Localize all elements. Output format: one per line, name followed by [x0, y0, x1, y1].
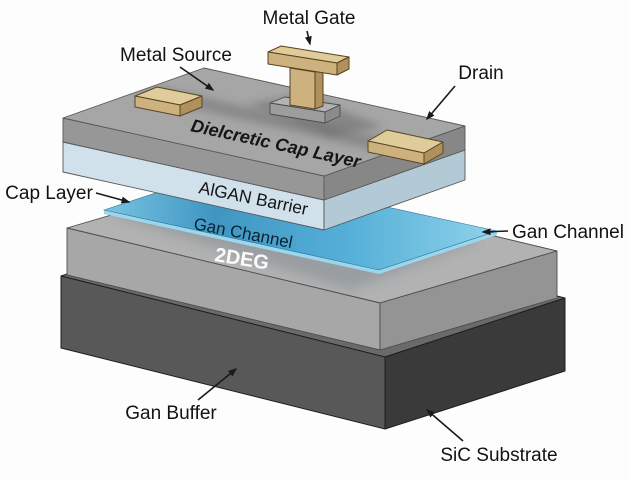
sic-substrate-arrow: [425, 409, 464, 442]
gan-channel-label: Gan Channel: [512, 222, 624, 243]
callout-arrows: [95, 30, 509, 442]
buffer-side-face: [379, 250, 558, 351]
gate-stem-side: [314, 68, 324, 110]
gan-buffer-label: Gan Buffer: [125, 403, 217, 424]
drain-arrow: [426, 85, 456, 121]
metal-gate-arrow: [304, 30, 312, 46]
metal-source-contact: [134, 86, 203, 117]
cap-layer-arrow: [95, 192, 131, 204]
drain-side: [423, 141, 444, 165]
gate-bar-side: [336, 56, 350, 76]
substrate-side-face: [384, 297, 566, 430]
source-side: [179, 95, 203, 117]
metal-source-arrow: [179, 66, 215, 91]
drain-label: Drain: [458, 63, 503, 84]
metal-source-label: Metal Source: [120, 45, 232, 66]
metal-gate-t: [267, 45, 350, 110]
metal-gate-label: Metal Gate: [263, 8, 356, 29]
gate-stem-front: [289, 67, 316, 110]
drain-contact: [367, 129, 444, 165]
gan-channel-arrow: [481, 228, 509, 236]
sic-substrate-label: SiC Substrate: [440, 445, 557, 466]
cap-layer-label: Cap Layer: [5, 183, 93, 204]
gan-buffer-arrow: [197, 368, 238, 401]
pedestal-side: [324, 104, 341, 124]
